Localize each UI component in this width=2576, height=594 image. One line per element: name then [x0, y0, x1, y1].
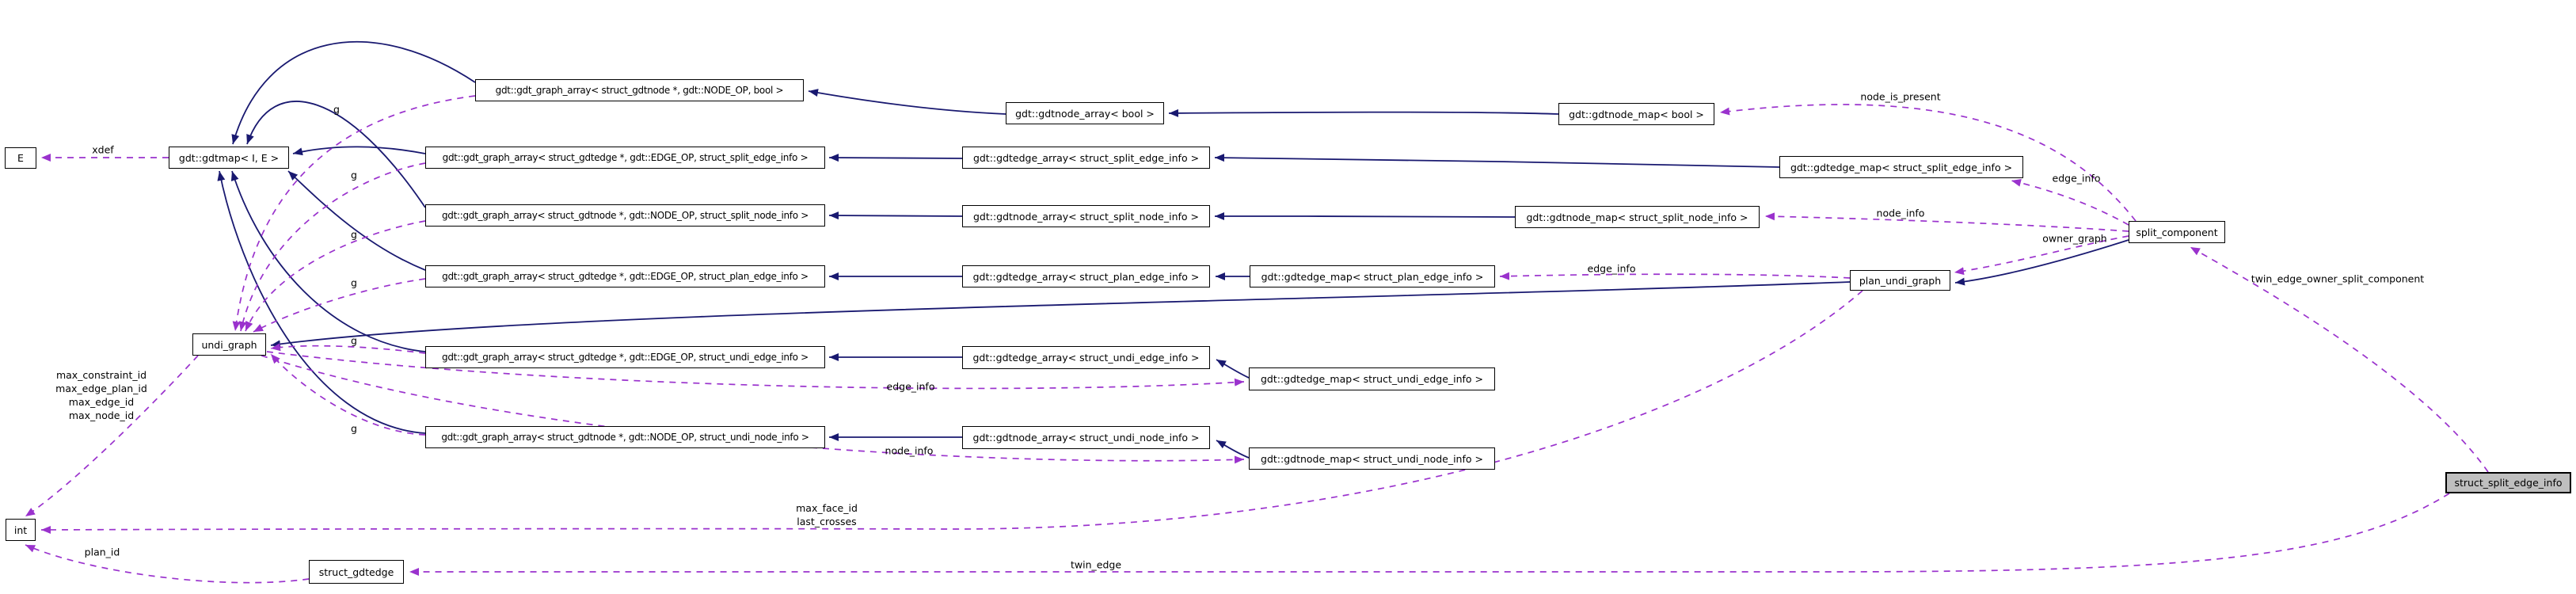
edge-label-last-crosses: last_crosses: [797, 516, 857, 527]
node-gdt-graph-array-undi-node-info[interactable]: gdt::gdt_graph_array< struct_gdtnode *, …: [425, 426, 825, 448]
edge-label-max-face: max_face_id last_crosses: [796, 501, 858, 528]
edge-usage-structgdtedge-int-planid: [25, 544, 310, 584]
edge-usage-gaundinode-undigraph-g: [270, 353, 426, 436]
edge-label-edge-info-plan: edge_info: [1587, 262, 1636, 275]
node-gdtmap[interactable]: gdt::gdtmap< I, E >: [169, 147, 289, 169]
node-gdt-graph-array-split-edge-info[interactable]: gdt::gdt_graph_array< struct_gdtedge *, …: [425, 147, 825, 169]
edge-usage-planundigraph-mapplanedge-edgeinfo: [1499, 272, 1851, 280]
edge-label-g-plan-edge: g: [351, 276, 357, 289]
edge-inherit-gasplitnode-gdtmap: [246, 101, 426, 208]
node-e[interactable]: E: [5, 147, 36, 169]
edge-usage-structsplitedgeinfo-splitcomponent-twinedgeowner: [2190, 246, 2489, 473]
edge-inherit-arrsplitnode-gasplitnode: [828, 211, 963, 220]
edge-usage-splitcomponent-planundigraph-ownergraph: [1954, 235, 2129, 276]
edge-label-max-constraint-id: max_constraint_id: [55, 369, 147, 381]
edge-usage-gasplitnode-undigraph-g: [245, 220, 426, 332]
edge-label-g-split-node: g: [351, 228, 357, 241]
edge-usage-gasplitedge-undigraph-g: [238, 162, 426, 332]
edge-usage-undigraph-mapundiedge-edgeinfo: [266, 351, 1245, 390]
edge-usage-splitcomponent-mapbool-nodeispresent: [1719, 104, 2137, 222]
edge-inherit-mapsplitedge-arrsplitedge: [1214, 154, 1780, 168]
node-plan-undi-graph[interactable]: plan_undi_graph: [1850, 270, 1950, 291]
edge-label-g-undi-node: g: [351, 422, 357, 435]
node-gdtnode-array-undi-node-info[interactable]: gdt::gdtnode_array< struct_undi_node_inf…: [962, 426, 1210, 449]
edge-usage-splitcomponent-mapsplitedge-edgeinfo: [2011, 178, 2129, 226]
edge-label-max-face-id: max_face_id: [796, 502, 858, 514]
edge-label-node-info-split: node_info: [1876, 207, 1925, 219]
edge-label-max-ids: max_constraint_id max_edge_plan_id max_e…: [55, 368, 147, 422]
node-gdtedge-array-undi-edge-info[interactable]: gdt::gdtedge_array< struct_undi_edge_inf…: [962, 346, 1210, 369]
edge-inherit-gasplitedge-gdtmap: [292, 146, 426, 156]
edge-usage-gabool-undigraph-g: [232, 95, 476, 332]
edge-inherit-gabool-gdtmap: [231, 41, 476, 145]
edge-inherit-gaundiedge-gdtmap: [230, 170, 426, 352]
edge-inherit-mapsplitnode-arrsplitnode: [1214, 212, 1516, 221]
node-int[interactable]: int: [6, 519, 36, 541]
node-undi-graph[interactable]: undi_graph: [192, 333, 266, 356]
edge-usage-structsplitedgeinfo-structgdtedge-twinedge: [409, 493, 2450, 576]
edge-label-edge-info-undi: edge_info: [886, 380, 935, 393]
node-gdtedge-map-split-edge-info[interactable]: gdt::gdtedge_map< struct_split_edge_info…: [1779, 156, 2023, 178]
edge-label-g-split-edge: g: [351, 169, 357, 181]
edge-inherit-mapbool-arrbool: [1168, 109, 1559, 117]
node-struct-split-edge-info-current: struct_split_edge_info: [2445, 472, 2571, 493]
edge-label-twin-edge-owner-split-component: twin_edge_owner_split_component: [2251, 272, 2425, 285]
edge-inherit-gaundinode-gdtmap: [217, 170, 426, 434]
edge-usage-gaundiedge-undigraph-g: [270, 343, 426, 354]
edge-usage-planundigraph-int-maxface: [40, 290, 1863, 534]
node-gdtnode-map-bool[interactable]: gdt::gdtnode_map< bool >: [1558, 103, 1714, 125]
node-split-component[interactable]: split_component: [2129, 221, 2225, 243]
node-gdtnode-map-undi-node-info[interactable]: gdt::gdtnode_map< struct_undi_node_info …: [1249, 447, 1495, 470]
edge-label-node-info-undi: node_info: [885, 444, 934, 457]
edge-usage-undigraph-int-maxids: [25, 355, 199, 517]
node-gdtedge-array-plan-edge-info[interactable]: gdt::gdtedge_array< struct_plan_edge_inf…: [962, 265, 1210, 287]
node-gdtedge-array-split-edge-info[interactable]: gdt::gdtedge_array< struct_split_edge_in…: [962, 147, 1210, 169]
edge-label-max-node-id: max_node_id: [68, 409, 135, 421]
edge-usage-splitcomponent-mapsplitnode-nodeinfo: [1764, 212, 2129, 232]
edge-inherit-planundigraph-undigraph: [270, 281, 1851, 348]
edge-label-max-edge-plan-id: max_edge_plan_id: [55, 383, 147, 394]
edge-label-plan-id: plan_id: [84, 546, 120, 558]
edge-inherit-mapundinode-arrundinode: [1216, 440, 1250, 459]
edge-label-twin-edge: twin_edge: [1070, 558, 1122, 571]
edge-label-g-undi-edge: g: [351, 334, 357, 347]
node-gdtedge-map-undi-edge-info[interactable]: gdt::gdtedge_map< struct_undi_edge_info …: [1249, 367, 1495, 390]
edge-label-owner-graph: owner_graph: [2042, 232, 2107, 245]
node-gdtnode-map-split-node-info[interactable]: gdt::gdtnode_map< struct_split_node_info…: [1515, 206, 1760, 228]
node-gdt-graph-array-bool[interactable]: gdt::gdt_graph_array< struct_gdtnode *, …: [475, 79, 804, 101]
edge-label-xdef: xdef: [92, 143, 114, 156]
node-gdtnode-array-split-node-info[interactable]: gdt::gdtnode_array< struct_split_node_in…: [962, 205, 1210, 227]
edge-usage-gaplanedge-undigraph-g: [253, 278, 426, 333]
edge-label-edge-info-split: edge_info: [2052, 172, 2101, 185]
edge-label-node-is-present: node_is_present: [1860, 90, 1941, 103]
node-gdt-graph-array-plan-edge-info[interactable]: gdt::gdt_graph_array< struct_gdtedge *, …: [425, 265, 825, 287]
node-gdtnode-array-bool[interactable]: gdt::gdtnode_array< bool >: [1006, 102, 1164, 124]
node-gdtedge-map-plan-edge-info[interactable]: gdt::gdtedge_map< struct_plan_edge_info …: [1250, 265, 1495, 287]
node-struct-gdtedge[interactable]: struct_gdtedge: [309, 560, 404, 584]
edge-label-max-edge-id: max_edge_id: [68, 396, 135, 408]
edge-label-g-bool: g: [333, 103, 340, 116]
node-gdt-graph-array-split-node-info[interactable]: gdt::gdt_graph_array< struct_gdtnode *, …: [425, 204, 825, 227]
edge-inherit-arrbool-gabool: [808, 89, 1006, 115]
edge-inherit-splitcomponent-planundigraph: [1954, 239, 2129, 286]
edge-inherit-mapundiedge-arrundiedge: [1216, 359, 1250, 379]
node-gdt-graph-array-undi-edge-info[interactable]: gdt::gdt_graph_array< struct_gdtedge *, …: [425, 346, 825, 368]
edge-inherit-gaplanedge-gdtmap: [287, 170, 426, 271]
